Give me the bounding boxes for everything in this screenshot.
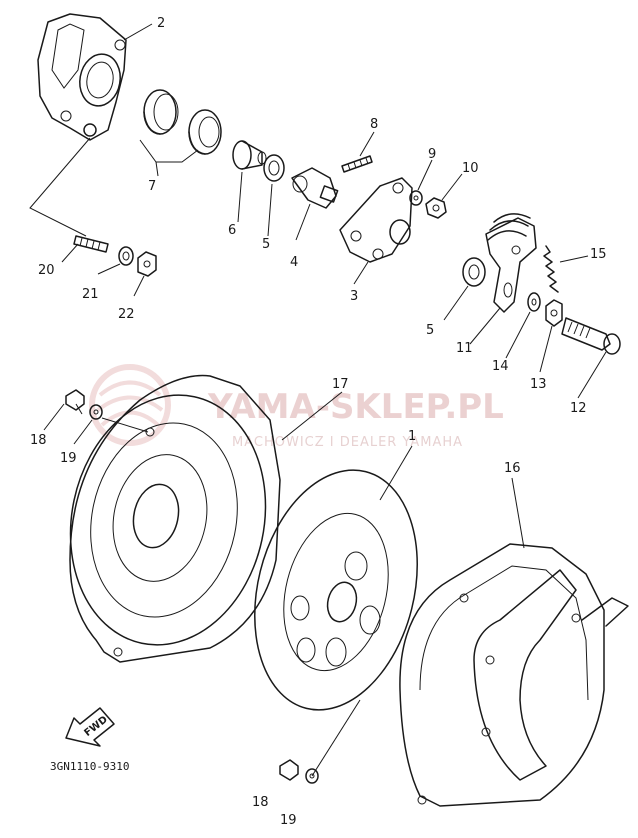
part-2-housing [37, 13, 127, 141]
label-15: 15 [590, 247, 607, 262]
part-labels: 2 7 8 9 10 6 5 4 3 15 5 11 14 13 12 20 2… [30, 16, 607, 828]
part-15-spring [543, 245, 559, 293]
label-10: 10 [462, 161, 479, 176]
part-13-nut [545, 299, 563, 327]
label-16: 16 [504, 461, 521, 476]
part-11-lever [485, 213, 537, 313]
part-3-lever-plate [339, 177, 413, 263]
watermark-logo-icon [89, 364, 171, 446]
label-19-top: 19 [60, 451, 77, 466]
label-18-top: 18 [30, 433, 47, 448]
label-22: 22 [118, 307, 135, 322]
label-2: 2 [157, 16, 165, 31]
label-13: 13 [530, 377, 547, 392]
watermark-title: YAMA-SKLEP.PL [207, 387, 504, 427]
label-14: 14 [492, 359, 509, 374]
part-6-shaft [232, 140, 267, 170]
part-5-bearing-top [263, 154, 285, 182]
label-21: 21 [82, 287, 99, 302]
diagram-code: 3GN1110-9310 [50, 760, 129, 773]
label-9: 9 [428, 147, 436, 162]
part-20-stud [73, 235, 109, 253]
part-18-screw-bottom [279, 759, 299, 781]
label-7: 7 [148, 179, 156, 194]
watermark-subtitle: MACHOWICZ I DEALER YAMAHA [232, 435, 463, 450]
label-8: 8 [370, 117, 378, 132]
watermark: YAMA-SKLEP.PL MACHOWICZ I DEALER YAMAHA [89, 364, 504, 450]
label-11: 11 [456, 341, 473, 356]
part-22-nut [137, 251, 157, 277]
part-1-disc [254, 469, 418, 711]
part-18-screw-top [65, 389, 85, 415]
part-21-washer [118, 246, 134, 266]
label-5-top: 5 [262, 237, 270, 252]
part-14-washer [527, 292, 541, 312]
part-19-washer-top [89, 404, 103, 420]
label-5-bottom: 5 [426, 323, 434, 338]
part-12-bolt [561, 317, 621, 355]
part-5-bearing-bottom [462, 257, 486, 287]
part-19-washer-bottom [305, 768, 319, 784]
part-7-seals [143, 89, 222, 155]
part-9-washer [409, 190, 423, 206]
label-12: 12 [570, 401, 587, 416]
label-4: 4 [290, 255, 298, 270]
label-19-bottom: 19 [280, 813, 297, 828]
part-8-pin [341, 155, 373, 173]
label-17: 17 [332, 377, 349, 392]
label-3: 3 [350, 289, 358, 304]
fwd-arrow-icon: FWD [65, 707, 115, 747]
label-20: 20 [38, 263, 55, 278]
part-10-nut [425, 197, 447, 219]
part-16-front-shield [399, 543, 629, 807]
leader-lines [29, 23, 607, 777]
label-6: 6 [228, 223, 236, 238]
label-18-bottom: 18 [252, 795, 269, 810]
part-4-cam [291, 167, 339, 209]
label-1: 1 [408, 429, 416, 444]
part-17-back-cover [69, 374, 281, 663]
